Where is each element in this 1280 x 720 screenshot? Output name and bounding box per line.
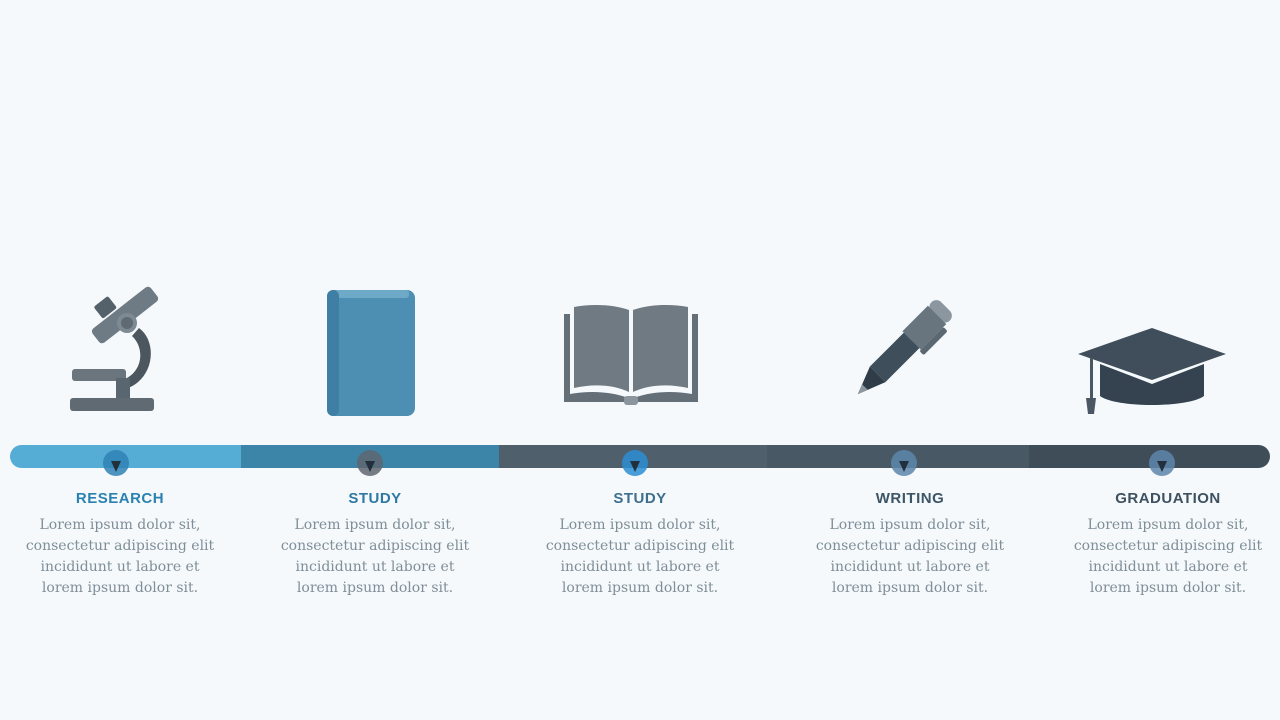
step-description-line: lorem ipsum dolor sit. [1089,580,1247,596]
step-description-line: consectetur adipiscing elit [25,538,215,554]
open-book-icon [564,305,698,405]
step-title: STUDY [613,490,667,507]
step-title: WRITING [875,490,945,507]
timeline-marker [357,450,383,476]
timeline-step: RESEARCH Lorem ipsum dolor sit, consecte… [10,490,230,599]
timeline-step: STUDY Lorem ipsum dolor sit, consectetur… [265,490,485,599]
step-description-line: Lorem ipsum dolor sit, [39,517,201,533]
step-description-line: consectetur adipiscing elit [545,538,735,554]
timeline-marker [1149,450,1175,476]
step-description-line: Lorem ipsum dolor sit, [1087,517,1249,533]
graduation-cap-icon [1078,328,1226,414]
step-description-line: Lorem ipsum dolor sit, [829,517,991,533]
step-title: GRADUATION [1115,490,1221,507]
step-description-line: Lorem ipsum dolor sit, [559,517,721,533]
timeline-step: WRITING Lorem ipsum dolor sit, consectet… [800,490,1020,599]
step-description-line: incididunt ut labore et [830,559,990,575]
timeline-marker [103,450,129,476]
timeline-marker [622,450,648,476]
step-description-line: consectetur adipiscing elit [1073,538,1263,554]
step-description-line: incididunt ut labore et [1088,559,1248,575]
timeline-step: STUDY Lorem ipsum dolor sit, consectetur… [530,490,750,599]
step-description-line: consectetur adipiscing elit [280,538,470,554]
microscope-icon [70,286,159,411]
step-description-line: consectetur adipiscing elit [815,538,1005,554]
timeline-marker [891,450,917,476]
step-description-line: incididunt ut labore et [40,559,200,575]
step-description-line: Lorem ipsum dolor sit, [294,517,456,533]
step-description-line: lorem ipsum dolor sit. [41,580,199,596]
step-description-line: lorem ipsum dolor sit. [561,580,719,596]
timeline-step: GRADUATION Lorem ipsum dolor sit, consec… [1058,490,1278,599]
book-icon [327,290,415,416]
pen-icon [857,300,952,395]
step-description-line: lorem ipsum dolor sit. [296,580,454,596]
step-title: STUDY [348,490,402,507]
step-title: RESEARCH [75,490,165,507]
step-description-line: lorem ipsum dolor sit. [831,580,989,596]
step-description-line: incididunt ut labore et [560,559,720,575]
step-description-line: incididunt ut labore et [295,559,455,575]
